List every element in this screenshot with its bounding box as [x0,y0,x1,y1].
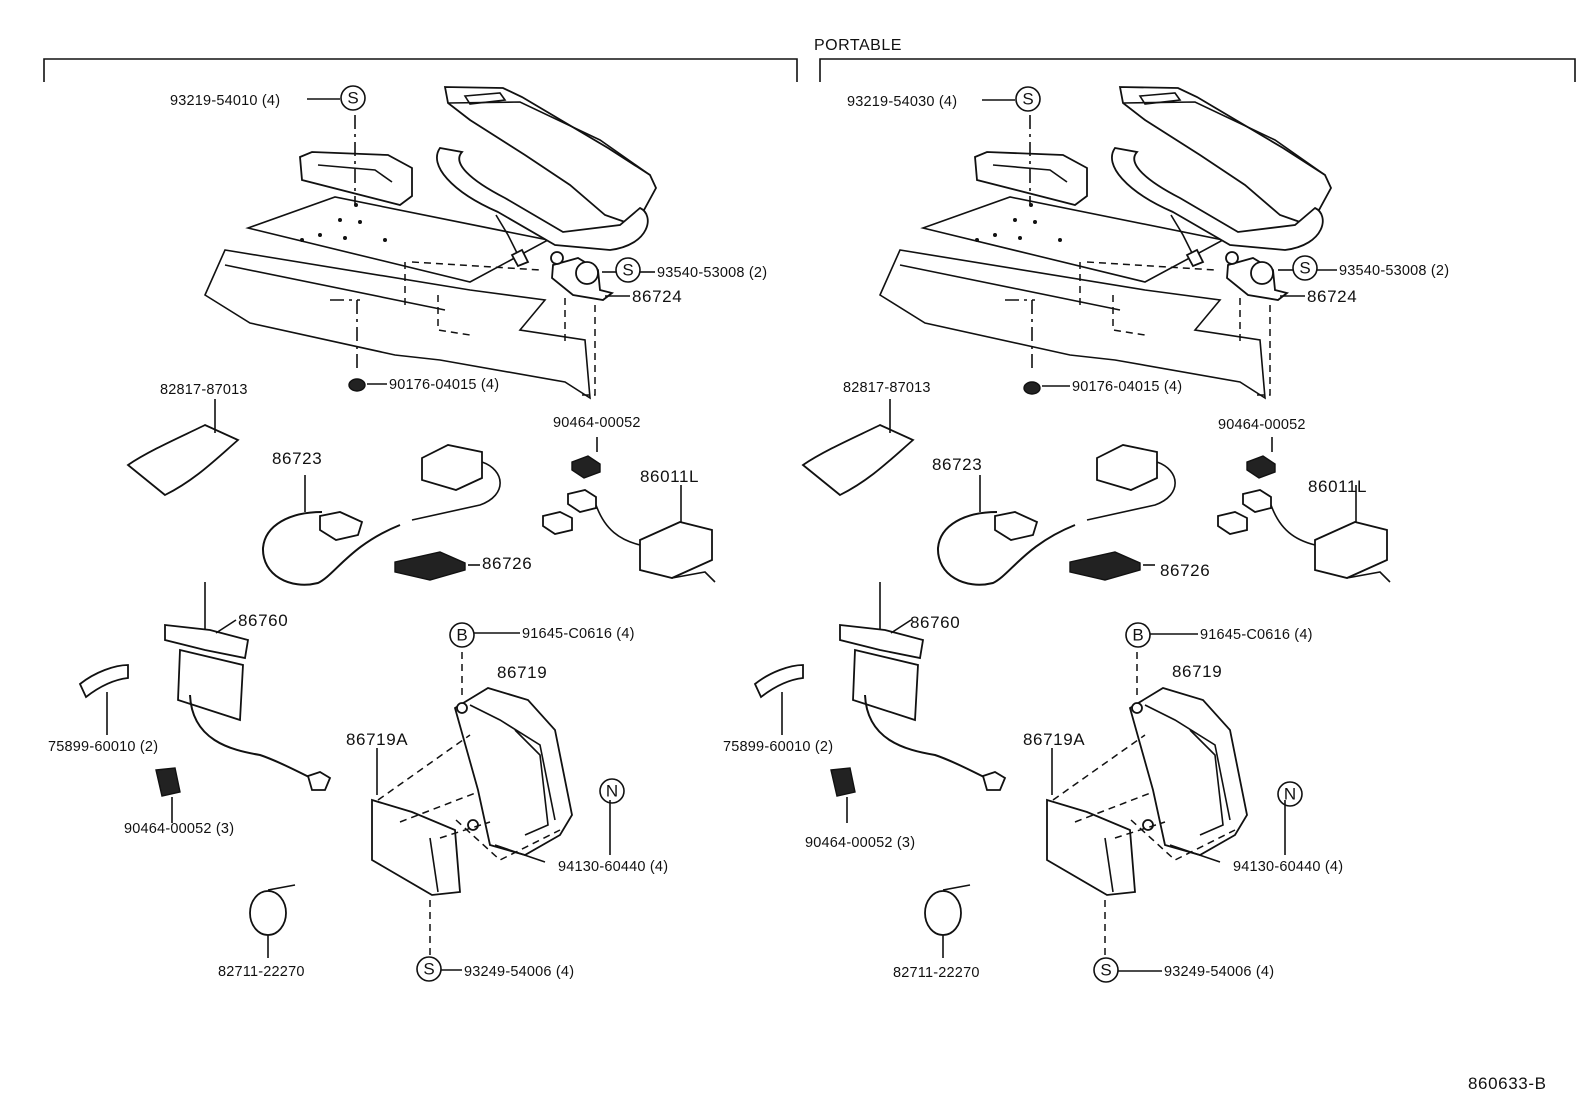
label-antenna: 86760 [910,613,960,632]
b-badge: B [1125,622,1151,648]
svg-text:S: S [622,261,633,280]
label-screw-bracket: 93540-53008 (2) [1339,263,1449,279]
s-badge: S [416,956,442,982]
s-badge: S [615,257,641,283]
n-badge: N [599,778,625,804]
diagram-id: 860633-B [1468,1074,1547,1093]
label-clip: 90464-00052 (3) [805,835,915,851]
label-module: 86011L [640,467,699,486]
label-screw-bottom: 93249-54006 (4) [1164,964,1274,980]
svg-text:N: N [1284,785,1296,804]
bracket-right [819,58,1576,82]
panel-art-right [754,86,1391,959]
s-badge: S [1093,957,1119,983]
label-clip: 90464-00052 (3) [124,821,234,837]
label-bolt: 91645-C0616 (4) [522,626,635,642]
label-screw-bracket: 93540-53008 (2) [657,265,767,281]
panel-left: 93219-54010 (4) S S 93540-53008 (2) 8672… [48,85,767,982]
label-case-cover: 86719A [1023,730,1085,749]
svg-text:S: S [1100,961,1111,980]
s-badge: S [1015,86,1041,112]
label-module: 86011L [1308,477,1367,496]
header-title: PORTABLE [814,37,902,54]
label-cover: 86726 [1160,561,1210,580]
label-clip-small: 90464-00052 [553,415,641,431]
n-badge: N [1277,781,1303,807]
bracket-left [43,58,798,82]
label-nut: 90176-04015 (4) [1072,379,1182,395]
s-badge: S [1292,255,1318,281]
label-screw-top: 93219-54030 (4) [847,94,957,110]
label-bolt: 91645-C0616 (4) [1200,627,1313,643]
label-screw-bottom: 93249-54006 (4) [464,964,574,980]
svg-text:B: B [456,626,467,645]
label-screw-top: 93219-54010 (4) [170,93,280,109]
label-tape: 75899-60010 (2) [723,739,833,755]
label-antenna: 86760 [238,611,288,630]
svg-text:S: S [1022,90,1033,109]
svg-text:B: B [1132,626,1143,645]
label-case: 86719 [1172,662,1222,681]
label-cable: 86723 [272,449,322,468]
label-case: 86719 [497,663,547,682]
label-band: 82711-22270 [218,964,305,980]
b-badge: B [449,622,475,648]
svg-text:S: S [423,960,434,979]
svg-text:S: S [1299,259,1310,278]
label-cover: 86726 [482,554,532,573]
s-badge: S [340,85,366,111]
label-nut-n: 94130-60440 (4) [1233,859,1343,875]
svg-text:S: S [347,89,358,108]
label-tape: 75899-60010 (2) [48,739,158,755]
label-bracket: 86724 [632,287,682,306]
panel-right: 93219-54030 (4) S S 93540-53008 (2) 8672… [723,86,1449,983]
label-bracket: 86724 [1307,287,1357,306]
svg-text:N: N [606,782,618,801]
label-cable: 86723 [932,455,982,474]
label-sheet: 82817-87013 [843,380,931,396]
label-band: 82711-22270 [893,965,980,981]
label-clip-small: 90464-00052 [1218,417,1306,433]
label-case-cover: 86719A [346,730,408,749]
label-nut-n: 94130-60440 (4) [558,859,668,875]
label-nut: 90176-04015 (4) [389,377,499,393]
label-sheet: 82817-87013 [160,382,248,398]
